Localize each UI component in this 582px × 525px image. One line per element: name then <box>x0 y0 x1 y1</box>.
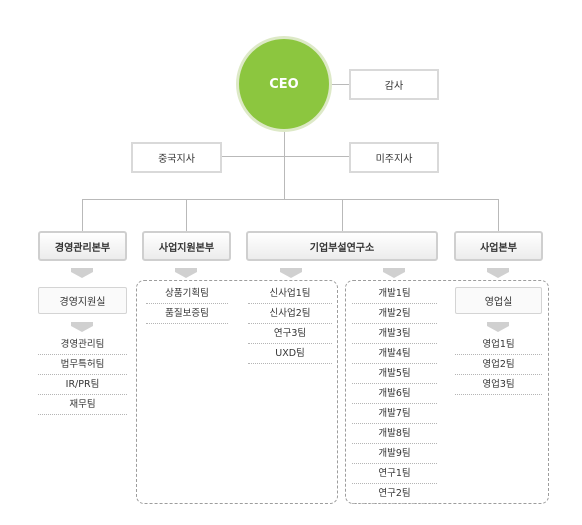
connector-divisions-horizontal <box>82 199 499 200</box>
audit-box: 감사 <box>349 69 439 100</box>
list-item: 개발5팀 <box>352 364 437 384</box>
list-item: 개발9팀 <box>352 444 437 464</box>
list-item: 영업1팀 <box>455 335 542 355</box>
list-item: 영업2팀 <box>455 355 542 375</box>
list-item: 영업3팀 <box>455 375 542 395</box>
connector-division-2 <box>186 199 187 231</box>
list-item: 개발2팀 <box>352 304 437 324</box>
list-item: 연구1팀 <box>352 464 437 484</box>
list-item: 법무특허팀 <box>38 355 127 375</box>
sales-office-box: 영업실 <box>455 287 542 314</box>
list-item: 개발6팀 <box>352 384 437 404</box>
ceo-node: CEO <box>236 36 332 132</box>
list-item: 연구3팀 <box>248 324 332 344</box>
division-business: 사업본부 <box>454 231 543 261</box>
list-item: 재무팀 <box>38 395 127 415</box>
connector-branches <box>222 156 349 157</box>
sales-team-list: 영업1팀 영업2팀 영업3팀 <box>455 335 542 395</box>
china-branch-box: 중국지사 <box>131 142 222 173</box>
division-management: 경영관리본부 <box>38 231 127 261</box>
lab-newbiz-team-list: 신사업1팀 신사업2팀 연구3팀 UXD팀 <box>248 284 332 364</box>
list-item: 개발3팀 <box>352 324 437 344</box>
management-team-list: 경영관리팀 법무특허팀 IR/PR팀 재무팀 <box>38 335 127 415</box>
list-item: 품질보증팀 <box>146 304 228 324</box>
division-research-lab: 기업부설연구소 <box>246 231 438 261</box>
connector-ceo-trunk <box>284 132 285 200</box>
connector-division-3 <box>342 199 343 231</box>
connector-division-1 <box>82 199 83 231</box>
connector-ceo-audit <box>330 84 349 85</box>
list-item: 상품기획팀 <box>146 284 228 304</box>
connector-division-4 <box>498 199 499 231</box>
list-item: 개발7팀 <box>352 404 437 424</box>
list-item: 신사업2팀 <box>248 304 332 324</box>
lab-dev-team-list: 개발1팀 개발2팀 개발3팀 개발4팀 개발5팀 개발6팀 개발7팀 개발8팀 … <box>352 284 437 504</box>
list-item: 개발8팀 <box>352 424 437 444</box>
support-dashed-group <box>136 280 338 504</box>
us-branch-box: 미주지사 <box>349 142 439 173</box>
list-item: 개발4팀 <box>352 344 437 364</box>
list-item: 연구2팀 <box>352 484 437 504</box>
list-item: 신사업1팀 <box>248 284 332 304</box>
list-item: 개발1팀 <box>352 284 437 304</box>
list-item: UXD팀 <box>248 344 332 364</box>
division-business-support: 사업지원본부 <box>142 231 231 261</box>
dev-business-dashed-group <box>345 280 549 504</box>
management-office-box: 경영지원실 <box>38 287 127 314</box>
list-item: 경영관리팀 <box>38 335 127 355</box>
list-item: IR/PR팀 <box>38 375 127 395</box>
support-team-list: 상품기획팀 품질보증팀 <box>146 284 228 324</box>
